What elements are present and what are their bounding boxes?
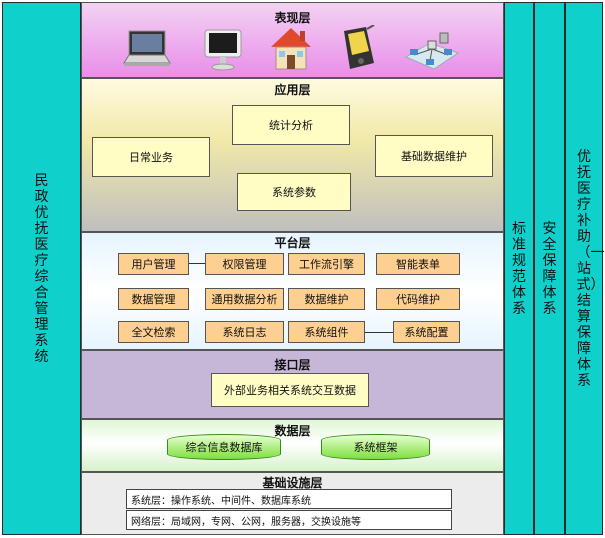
- standards-title: 标准规范体系: [512, 220, 526, 317]
- presentation-layer: 表现层: [81, 2, 504, 78]
- module-code-maintenance[interactable]: 代码维护: [376, 288, 460, 310]
- system-framework[interactable]: 系统框架: [321, 434, 430, 460]
- infrastructure-layer-title: 基础设施层: [262, 476, 323, 490]
- presentation-layer-title: 表现层: [274, 11, 311, 25]
- module-general-data-analysis[interactable]: 通用数据分析: [205, 288, 284, 310]
- monitor-icon: [204, 29, 242, 71]
- module-system-components[interactable]: 系统组件: [288, 321, 365, 343]
- module-data-maintenance[interactable]: 数据维护: [288, 288, 365, 310]
- data-layer-title: 数据层: [274, 424, 311, 438]
- module-full-text-search[interactable]: 全文检索: [118, 321, 189, 343]
- laptop-icon: [123, 30, 171, 66]
- standards-column: 标准规范体系: [504, 2, 534, 535]
- left-column: 民政优抚医疗综合管理系统: [2, 2, 81, 535]
- interface-layer-title: 接口层: [274, 358, 311, 372]
- module-data-management[interactable]: 数据管理: [118, 288, 189, 310]
- module-system-parameters[interactable]: 系统参数: [237, 173, 351, 211]
- pda-icon: [344, 25, 375, 69]
- module-external-data-exchange[interactable]: 外部业务相关系统交互数据: [211, 373, 369, 407]
- system-title: 民政优抚医疗综合管理系统: [34, 172, 49, 365]
- security-title: 安全保障体系: [542, 220, 557, 317]
- module-smart-forms[interactable]: 智能表单: [376, 253, 460, 275]
- settlement-column: 优抚医疗补助（一站式）结算保障体系: [565, 2, 605, 535]
- module-workflow-engine[interactable]: 工作流引擎: [288, 253, 365, 275]
- platform-layer-title: 平台层: [274, 236, 311, 250]
- system-layer-row: 系统层：操作系统、中间件、数据库系统: [126, 489, 452, 509]
- integrated-database[interactable]: 综合信息数据库: [167, 434, 281, 460]
- network-icon: [404, 32, 460, 70]
- network-layer-row: 网络层：局域网，专网、公网，服务器，交换设施等: [126, 510, 452, 530]
- module-basic-data-maintenance[interactable]: 基础数据维护: [375, 135, 493, 177]
- infrastructure-layer: 基础设施层 系统层：操作系统、中间件、数据库系统 网络层：局域网，专网、公网，服…: [81, 472, 504, 535]
- module-daily-business[interactable]: 日常业务: [92, 137, 210, 177]
- platform-layer: 平台层 用户管理 权限管理 工作流引擎 智能表单 数据管理 通用数据分析 数据维…: [81, 232, 504, 350]
- module-user-management[interactable]: 用户管理: [118, 253, 189, 275]
- application-layer: 应用层 日常业务 统计分析 系统参数 基础数据维护: [81, 78, 504, 232]
- module-system-log[interactable]: 系统日志: [205, 321, 284, 343]
- application-layer-title: 应用层: [274, 83, 311, 97]
- module-permission-management[interactable]: 权限管理: [205, 253, 284, 275]
- settlement-title: 优抚医疗补助（一站式）结算保障体系: [576, 148, 605, 389]
- interface-layer: 接口层 外部业务相关系统交互数据: [81, 350, 504, 419]
- data-layer: 数据层 综合信息数据库 系统框架: [81, 419, 504, 472]
- module-system-configuration[interactable]: 系统配置: [393, 321, 460, 343]
- module-statistics[interactable]: 统计分析: [232, 105, 350, 145]
- house-icon: [271, 28, 311, 70]
- security-column: 安全保障体系: [534, 2, 565, 535]
